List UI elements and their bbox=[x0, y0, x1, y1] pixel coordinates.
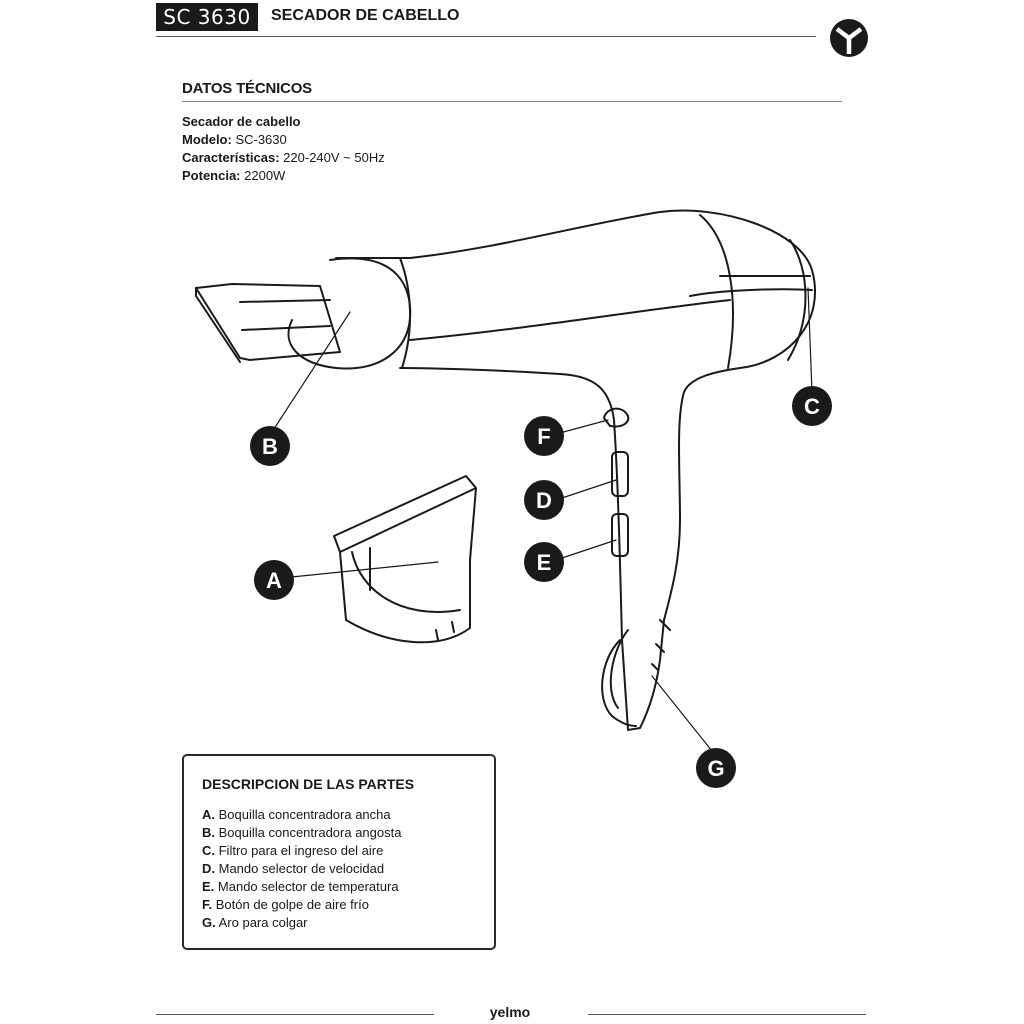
spec-model: Modelo: SC-3630 bbox=[182, 132, 287, 147]
section-title-technical: DATOS TÉCNICOS bbox=[182, 80, 312, 97]
dryer-body-drawing bbox=[335, 209, 817, 731]
part-item-b: B. Boquilla concentradora angosta bbox=[202, 825, 402, 840]
model-badge: SC 3630 bbox=[156, 3, 258, 31]
svg-text:D: D bbox=[536, 488, 552, 513]
footer-divider-left bbox=[156, 1014, 434, 1015]
wide-nozzle-drawing bbox=[333, 475, 477, 644]
cool-shot-button-drawing bbox=[603, 407, 630, 428]
callout-a: A bbox=[254, 560, 294, 600]
narrow-nozzle-drawing bbox=[195, 257, 412, 370]
temperature-switch-drawing bbox=[611, 513, 629, 557]
callout-f: F bbox=[524, 416, 564, 456]
footer-brand: yelmo bbox=[489, 1004, 531, 1020]
svg-text:F: F bbox=[537, 424, 550, 449]
svg-text:B: B bbox=[262, 434, 278, 459]
spec-product-name: Secador de cabello bbox=[182, 114, 301, 129]
callout-b: B bbox=[250, 426, 290, 466]
part-item-c: C. Filtro para el ingreso del aire bbox=[202, 843, 384, 858]
svg-text:A: A bbox=[266, 568, 282, 593]
spec-list: Secador de cabello Modelo: SC-3630 Carac… bbox=[182, 113, 385, 185]
hair-dryer-illustration: A B C D E F G bbox=[195, 209, 832, 788]
part-item-e: E. Mando selector de temperatura bbox=[202, 879, 399, 894]
section-divider bbox=[182, 101, 842, 102]
callout-g: G bbox=[696, 748, 736, 788]
brand-logo-icon bbox=[830, 19, 868, 57]
parts-list: A. Boquilla concentradora ancha B. Boqui… bbox=[202, 806, 401, 932]
parts-description-box: DESCRIPCION DE LAS PARTES A. Boquilla co… bbox=[182, 754, 496, 950]
svg-text:C: C bbox=[804, 394, 820, 419]
part-item-a: A. Boquilla concentradora ancha bbox=[202, 807, 391, 822]
callout-e: E bbox=[524, 542, 564, 582]
svg-text:E: E bbox=[537, 550, 552, 575]
page-title: SECADOR DE CABELLO bbox=[271, 7, 460, 24]
callout-c: C bbox=[792, 386, 832, 426]
part-item-f: F. Botón de golpe de aire frío bbox=[202, 897, 369, 912]
parts-title: DESCRIPCION DE LAS PARTES bbox=[202, 776, 415, 792]
speed-switch-drawing bbox=[611, 451, 629, 497]
spec-characteristics: Características: 220-240V ~ 50Hz bbox=[182, 150, 385, 165]
header-divider bbox=[156, 36, 816, 37]
footer-divider-right bbox=[588, 1014, 866, 1015]
part-item-d: D. Mando selector de velocidad bbox=[202, 861, 385, 876]
svg-text:G: G bbox=[707, 756, 724, 781]
part-item-g: G. Aro para colgar bbox=[202, 915, 308, 930]
spec-power: Potencia: 2200W bbox=[182, 168, 286, 183]
callout-d: D bbox=[524, 480, 564, 520]
